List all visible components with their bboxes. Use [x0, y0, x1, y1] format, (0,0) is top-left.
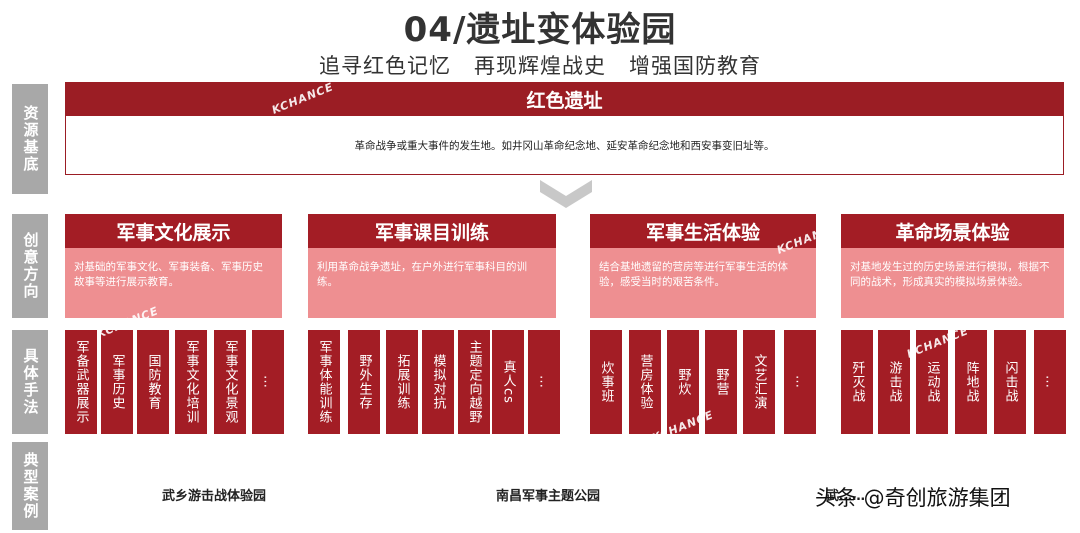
page-subtitle: 追寻红色记忆 再现辉煌战史 增强国防教育 — [318, 54, 762, 78]
method-tile: 运动战 — [916, 330, 948, 434]
method-tile: 野外生存 — [348, 330, 380, 434]
case-label: 武乡游击战体验园 — [162, 489, 267, 504]
method-tile: 营房体验 — [629, 330, 661, 434]
direction-description: 对基地发生过的历史场景进行模拟，根据不同的战术，形成真实的模拟场景体验。 — [850, 261, 1050, 288]
direction-header-life: 军事生活体验 — [590, 214, 816, 248]
resource-header-label: 红色遗址 — [526, 89, 603, 112]
direction-header-training: 军事课目训练 — [308, 214, 556, 248]
method-tile: 军事历史 — [101, 330, 133, 434]
method-tile: 军事文化培训 — [175, 330, 207, 434]
direction-title: 革命场景体验 — [895, 221, 1010, 244]
method-tile: 阵地战 — [955, 330, 987, 434]
side-label-case: 典型案例 — [12, 442, 48, 530]
method-tile: 军事文化景观 — [214, 330, 246, 434]
direction-description: 对基础的军事文化、军事装备、军事历史故事等进行展示教育。 — [74, 261, 263, 288]
method-tile: 野营 — [705, 330, 737, 434]
direction-header-military-culture: 军事文化展示 — [65, 214, 282, 248]
method-tile: 文艺汇演 — [743, 330, 775, 434]
method-tile: 野炊 — [667, 330, 699, 434]
direction-title: 军事生活体验 — [645, 221, 760, 244]
direction-description-box: 对基地发生过的历史场景进行模拟，根据不同的战术，形成真实的模拟场景体验。 — [841, 248, 1064, 318]
resource-description: 革命战争或重大事件的发生地。如井冈山革命纪念地、延安革命纪念地和西安事变旧址等。 — [354, 139, 775, 152]
resource-description-box: 革命战争或重大事件的发生地。如井冈山革命纪念地、延安革命纪念地和西安事变旧址等。 — [65, 116, 1064, 175]
method-tile: 模拟对抗 — [422, 330, 454, 434]
method-tile: … — [252, 330, 284, 434]
method-tile: 炊事班 — [590, 330, 622, 434]
direction-title: 军事文化展示 — [116, 221, 231, 244]
method-tile: … — [1034, 330, 1066, 434]
direction-description-box: 利用革命战争遗址，在户外进行军事科目的训练。 — [308, 248, 556, 318]
watermark: 头条 @奇创旅游集团 — [815, 486, 1011, 510]
side-label-direction: 创意方向 — [12, 214, 48, 318]
method-tile: 真人cs — [492, 330, 524, 434]
case-label: 南昌军事主题公园 — [496, 489, 601, 504]
direction-description: 结合基地遗留的营房等进行军事生活的体验，感受当时的艰苦条件。 — [599, 261, 788, 288]
case-label: 武…… — [826, 489, 866, 504]
resource-header: 红色遗址 — [65, 82, 1064, 116]
method-tile: 军备武器展示 — [65, 330, 97, 434]
side-label-resource: 资源基底 — [12, 84, 48, 194]
method-tile: 游击战 — [878, 330, 910, 434]
method-tile: 军事体能训练 — [308, 330, 340, 434]
direction-header-revolution-scene: 革命场景体验 — [841, 214, 1064, 248]
method-tile: 闪击战 — [994, 330, 1026, 434]
method-tile: … — [784, 330, 816, 434]
page-title: 04/遗址变体验园 — [403, 10, 677, 50]
direction-description: 利用革命战争遗址，在户外进行军事科目的训练。 — [317, 261, 527, 288]
method-tile: 拓展训练 — [386, 330, 418, 434]
method-tile: 国防教育 — [137, 330, 169, 434]
method-tile: … — [528, 330, 560, 434]
direction-title: 军事课目训练 — [374, 221, 489, 244]
chevron-down-icon — [540, 180, 592, 208]
side-label-method: 具体手法 — [12, 330, 48, 434]
method-tile: 歼灭战 — [841, 330, 873, 434]
method-tile: 主题定向越野 — [458, 330, 490, 434]
direction-description-box: 结合基地遗留的营房等进行军事生活的体验，感受当时的艰苦条件。 — [590, 248, 816, 318]
direction-description-box: 对基础的军事文化、军事装备、军事历史故事等进行展示教育。 — [65, 248, 282, 318]
